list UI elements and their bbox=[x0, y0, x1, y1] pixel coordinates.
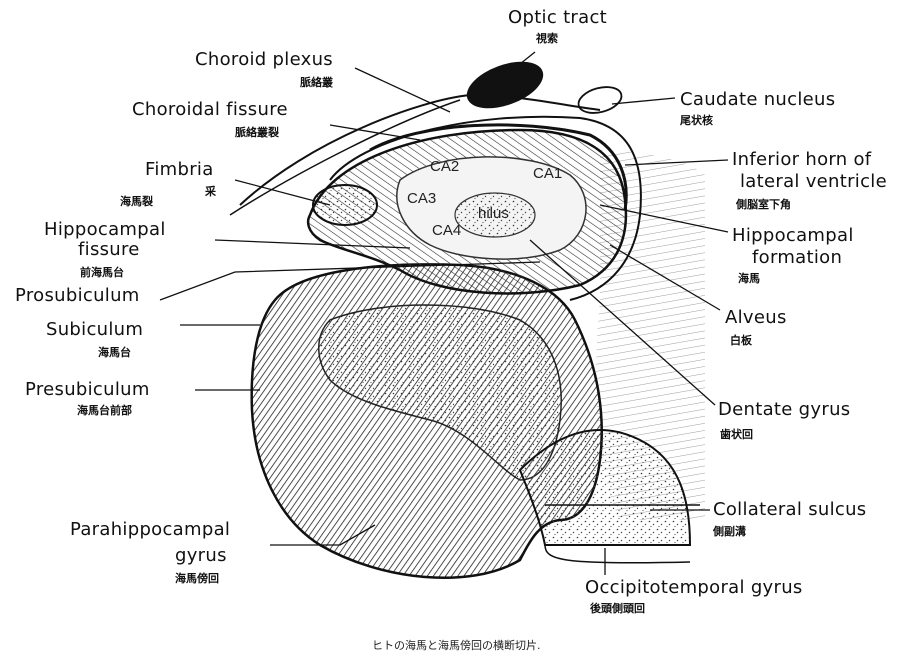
presubiculum-label: Presubiculum bbox=[25, 380, 150, 400]
choroidal-fissure-label: Choroidal fissure bbox=[132, 100, 288, 120]
dentate-jp: 歯状回 bbox=[720, 428, 753, 441]
hippocampal-fissure-jp-above: 海馬裂 bbox=[120, 195, 153, 208]
leader-choroid-plexus bbox=[355, 68, 450, 112]
hippocampal-formation-label-2: formation bbox=[752, 248, 842, 268]
parahippocampal-label-2: gyrus bbox=[175, 546, 227, 566]
alveus-label: Alveus bbox=[725, 308, 787, 328]
gyrus-outline bbox=[545, 545, 690, 563]
inferior-horn-jp: 側脳室下角 bbox=[736, 198, 791, 211]
inferior-horn-label-2: lateral ventricle bbox=[740, 172, 887, 192]
collateral-label: Collateral sulcus bbox=[713, 500, 866, 520]
dentate-label: Dentate gyrus bbox=[718, 400, 850, 420]
subiculum-jp: 海馬台 bbox=[98, 346, 131, 359]
choroid-plexus-label: Choroid plexus bbox=[195, 50, 333, 70]
optic-tract-label: Optic tract bbox=[508, 8, 607, 28]
ca1-label: CA1 bbox=[533, 165, 562, 182]
presubiculum-jp: 海馬台前部 bbox=[77, 404, 132, 417]
hippocampal-formation-jp: 海馬 bbox=[738, 272, 760, 285]
ca2-label: CA2 bbox=[430, 158, 459, 175]
fimbria-shape bbox=[313, 185, 377, 225]
fimbria-label: Fimbria bbox=[145, 160, 214, 180]
occipitotemporal-label: Occipitotemporal gyrus bbox=[585, 578, 803, 598]
prosubiculum-label: Prosubiculum bbox=[15, 286, 140, 306]
parahippocampal-jp: 海馬傍回 bbox=[175, 572, 219, 585]
collateral-jp: 側副溝 bbox=[713, 525, 746, 538]
fimbria-jp: 采 bbox=[205, 185, 216, 198]
caudate-jp: 尾状核 bbox=[680, 114, 713, 127]
hippocampal-fissure-jp-below: 前海馬台 bbox=[80, 266, 124, 279]
optic-tract-jp: 視索 bbox=[536, 32, 558, 45]
choroidal-fissure-jp: 脈絡叢裂 bbox=[235, 126, 279, 139]
leader-choroidal-fissure bbox=[330, 125, 420, 140]
inferior-horn-label-1: Inferior horn of bbox=[732, 150, 871, 170]
hippocampal-formation-label-1: Hippocampal bbox=[732, 226, 854, 246]
choroid-plexus-jp: 脈絡叢 bbox=[300, 76, 333, 89]
caudate-shape bbox=[576, 83, 625, 118]
ca4-label: CA4 bbox=[432, 222, 461, 239]
subiculum-label: Subiculum bbox=[46, 320, 143, 340]
hippocampal-fissure-label-1: Hippocampal bbox=[44, 220, 166, 240]
parahippocampal-label-1: Parahippocampal bbox=[70, 520, 230, 540]
caudate-label: Caudate nucleus bbox=[680, 90, 835, 110]
figure-caption: ヒトの海馬と海馬傍回の横断切片. bbox=[372, 637, 541, 653]
ca3-label: CA3 bbox=[407, 190, 436, 207]
hilus-label: hilus bbox=[478, 205, 509, 222]
occipitotemporal-jp: 後頭側頭回 bbox=[590, 602, 645, 615]
optic-tract-shape bbox=[461, 53, 550, 118]
alveus-jp: 白板 bbox=[730, 334, 752, 347]
hippocampal-fissure-label-2: fissure bbox=[78, 240, 140, 260]
